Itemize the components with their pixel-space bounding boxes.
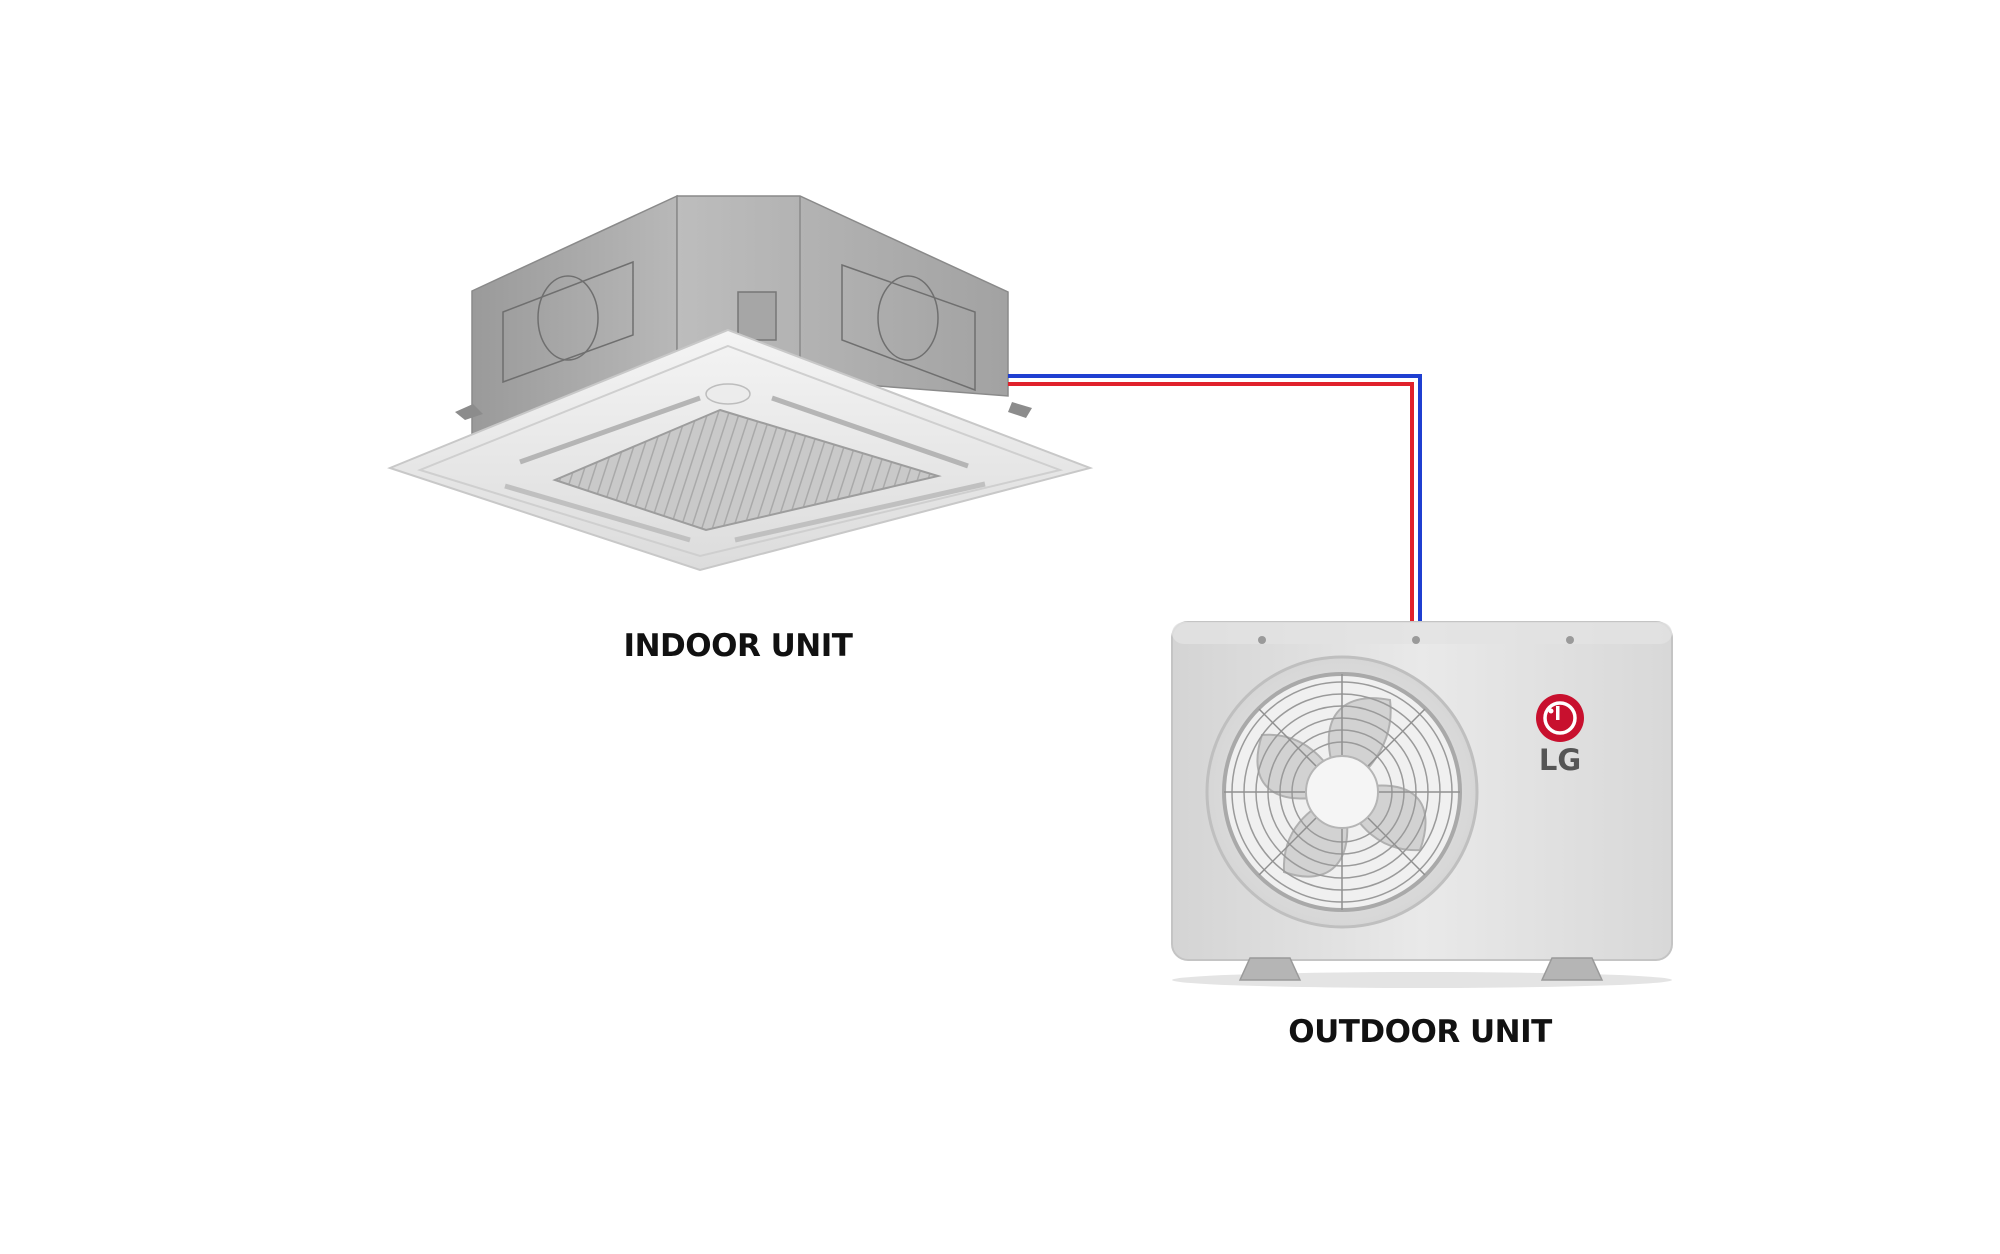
outdoor-foot-right bbox=[1540, 957, 1604, 981]
indoor-sensor bbox=[705, 383, 751, 405]
outdoor-unit bbox=[1171, 621, 1673, 988]
pipe-hot-line bbox=[1008, 382, 1414, 623]
indoor-unit-label: INDOOR UNIT bbox=[623, 628, 853, 664]
refrigerant-pipes bbox=[1008, 374, 1422, 623]
indoor-bracket bbox=[737, 291, 777, 341]
indoor-unit bbox=[387, 194, 1094, 572]
indoor-intake-grille bbox=[552, 408, 942, 532]
brand-text: LG bbox=[1538, 743, 1582, 777]
condenser-fan-icon bbox=[1205, 655, 1479, 929]
pipe-cold-line bbox=[1008, 374, 1422, 623]
outdoor-foot-left bbox=[1238, 957, 1302, 981]
indoor-access-plate-left bbox=[502, 260, 634, 384]
indoor-access-plate-right bbox=[841, 263, 976, 392]
lg-logo-icon bbox=[1536, 694, 1584, 742]
outdoor-unit-label: OUTDOOR UNIT bbox=[1288, 1014, 1552, 1050]
